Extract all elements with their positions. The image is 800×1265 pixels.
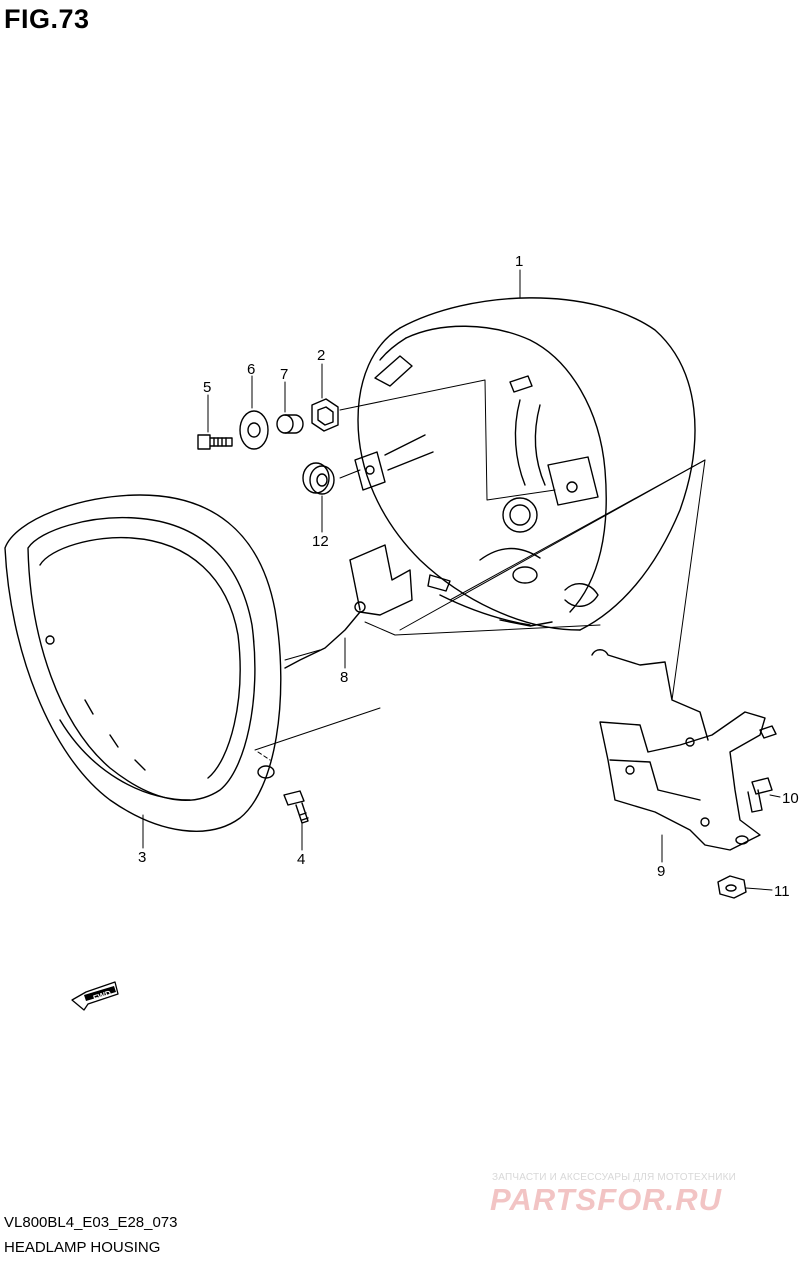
nut-part-2 (311, 398, 339, 432)
callout-numbers: 1 2 3 4 5 6 7 8 9 10 11 12 (138, 253, 799, 900)
callout-7: 7 (280, 366, 288, 383)
headlamp-housing-shell (354, 297, 696, 631)
callout-2: 2 (317, 347, 325, 364)
screw-part-5 (197, 434, 233, 450)
forward-direction-arrow: FWD (71, 981, 119, 1011)
callout-4: 4 (297, 851, 305, 868)
callout-8: 8 (340, 669, 348, 686)
diagram-name: HEADLAMP HOUSING (4, 1239, 161, 1256)
callout-12: 12 (312, 533, 329, 550)
callout-6: 6 (247, 361, 255, 378)
watermark-brand: PARTSFOR.RU (490, 1182, 723, 1217)
callout-10: 10 (782, 790, 799, 807)
mounting-bracket (284, 544, 413, 669)
watermark-tagline: ЗАПЧАСТИ И АКСЕССУАРЫ ДЛЯ МОТОТЕХНИКИ (492, 1172, 737, 1183)
bolt-part-10 (747, 777, 773, 813)
leader-lines (142, 269, 781, 891)
assembly-lines (254, 379, 706, 761)
lower-bracket-part-9 (591, 649, 777, 851)
callout-1: 1 (515, 253, 523, 270)
headlamp-rim (4, 494, 282, 832)
nut-part-11 (717, 875, 747, 899)
figure-title: FIG.73 (4, 4, 90, 34)
collar-part-7 (276, 414, 304, 434)
callout-11: 11 (774, 883, 790, 900)
washer-part-6 (239, 410, 269, 450)
diagram-code: VL800BL4_E03_E28_073 (4, 1214, 178, 1231)
callout-5: 5 (203, 379, 211, 396)
callout-3: 3 (138, 849, 146, 866)
callout-9: 9 (657, 863, 665, 880)
grommet-part-12 (302, 462, 335, 495)
screw-part-4 (283, 790, 309, 824)
